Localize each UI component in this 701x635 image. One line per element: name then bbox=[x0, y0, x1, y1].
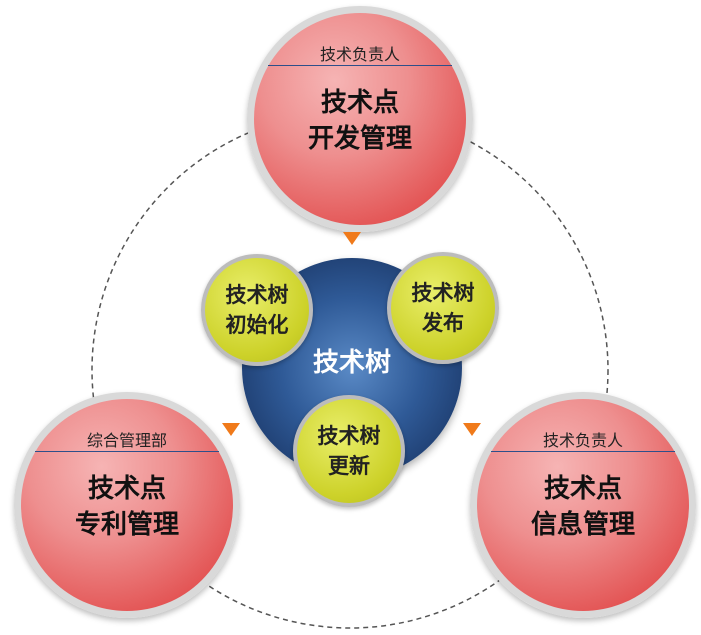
stage-label-line2: 初始化 bbox=[225, 313, 289, 337]
core-label: 技术树 bbox=[312, 348, 391, 378]
satellite-title-line1: 技术点 bbox=[320, 88, 399, 118]
stage-label: 技术树 发布 bbox=[391, 278, 495, 338]
stage-initialize: 技术树 初始化 bbox=[201, 254, 313, 366]
satellite-title: 技术点 信息管理 bbox=[477, 471, 689, 543]
arrow-down-icon bbox=[222, 423, 240, 436]
divider bbox=[35, 451, 219, 452]
satellite-role: 综合管理部 bbox=[86, 431, 167, 450]
stage-label: 技术树 更新 bbox=[297, 421, 401, 481]
stage-label-line2: 发布 bbox=[422, 311, 464, 335]
stage-publish: 技术树 发布 bbox=[387, 252, 499, 364]
divider bbox=[268, 65, 452, 66]
stage-label-line1: 技术树 bbox=[317, 424, 381, 448]
stage-label-line1: 技术树 bbox=[225, 283, 289, 307]
satellite-title: 技术点 专利管理 bbox=[21, 471, 233, 543]
arrow-down-icon bbox=[343, 232, 361, 245]
stage-label-line2: 更新 bbox=[328, 454, 370, 478]
satellite-title-line1: 技术点 bbox=[87, 474, 166, 504]
satellite-role: 技术负责人 bbox=[542, 431, 623, 450]
satellite-title-line1: 技术点 bbox=[543, 474, 622, 504]
satellite-patent: 综合管理部 技术点 专利管理 bbox=[14, 392, 240, 618]
arrow-down-icon bbox=[463, 423, 481, 436]
satellite-title-line2: 信息管理 bbox=[530, 510, 635, 540]
stage-update: 技术树 更新 bbox=[293, 395, 405, 507]
divider bbox=[491, 451, 675, 452]
satellite-title-line2: 开发管理 bbox=[307, 124, 412, 154]
stage-label-line1: 技术树 bbox=[411, 281, 475, 305]
satellite-title: 技术点 开发管理 bbox=[254, 85, 466, 157]
satellite-information: 技术负责人 技术点 信息管理 bbox=[470, 392, 696, 618]
satellite-role: 技术负责人 bbox=[319, 45, 400, 64]
stage-label: 技术树 初始化 bbox=[205, 280, 309, 340]
satellite-development: 技术负责人 技术点 开发管理 bbox=[247, 6, 473, 232]
satellite-title-line2: 专利管理 bbox=[74, 510, 179, 540]
